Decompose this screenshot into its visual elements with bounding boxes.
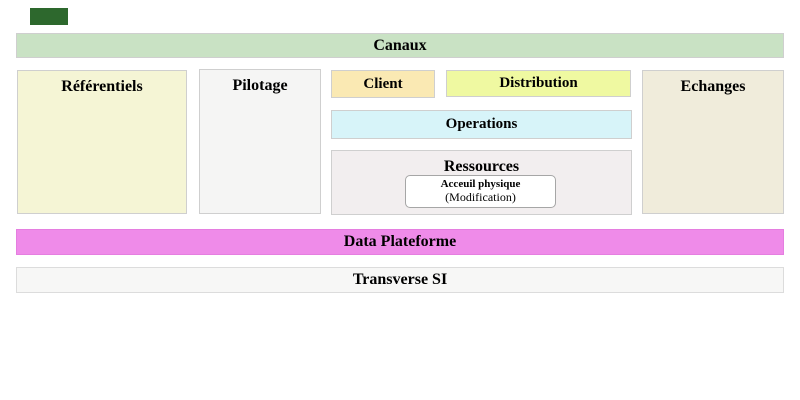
canaux-label: Canaux [373,36,427,54]
pilotage-box: Pilotage [199,69,321,214]
legend-color-swatch [30,8,68,25]
client-label: Client [363,75,403,92]
referentiels-label: Référentiels [61,78,143,95]
acceuil-physique-subtitle: (Modification) [445,190,516,204]
operations-label: Operations [445,116,518,132]
distribution-label: Distribution [499,75,578,91]
echanges-box: Echanges [642,70,784,214]
ressources-box: Ressources Acceuil physique (Modificatio… [331,150,632,215]
data-plateforme-bar: Data Plateforme [16,229,784,255]
pilotage-label: Pilotage [232,77,288,94]
data-plateforme-label: Data Plateforme [343,233,457,250]
echanges-label: Echanges [680,78,746,95]
ressources-label: Ressources [443,158,520,175]
distribution-box: Distribution [446,70,631,97]
transverse-si-bar: Transverse SI [16,267,784,293]
acceuil-physique-card: Acceuil physique (Modification) [405,175,556,208]
transverse-si-label: Transverse SI [352,271,448,288]
operations-box: Operations [331,110,632,139]
client-box: Client [331,70,435,98]
acceuil-physique-title: Acceuil physique [440,178,521,190]
referentiels-box: Référentiels [17,70,187,214]
canaux-bar: Canaux [16,33,784,58]
